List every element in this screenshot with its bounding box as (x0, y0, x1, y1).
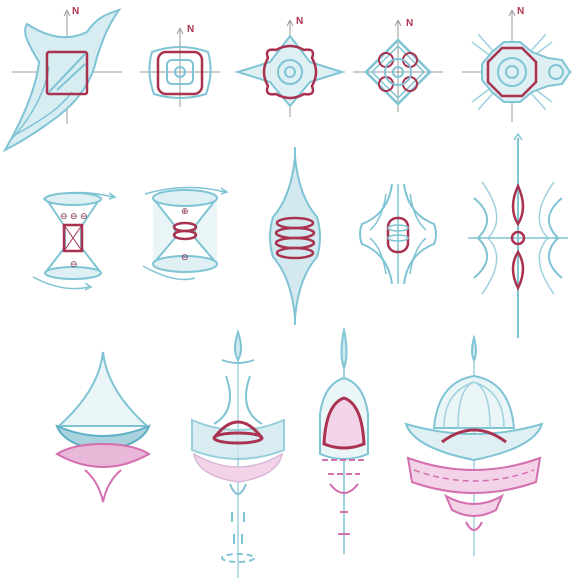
charge-sign: ⊕ (181, 207, 189, 217)
north-label: N (517, 6, 524, 17)
compass-figure-2: N (140, 24, 220, 107)
tower-figure-1 (57, 352, 149, 502)
charge-sign: ⊖ (70, 260, 78, 270)
north-label: N (72, 6, 79, 17)
tower-figure-4 (406, 336, 542, 556)
north-label: N (187, 24, 194, 35)
charge-sign: ⊖ (181, 253, 189, 263)
spindle-figure-1 (270, 147, 320, 325)
charge-sign: ⊖ (60, 212, 68, 222)
compass-figure-5: N (462, 6, 572, 122)
compass-figure-3: N (235, 16, 345, 117)
vortex-figure-2: ⊕ ⊖ (143, 187, 227, 279)
tower-figure-2 (192, 332, 284, 578)
charge-sign: ⊖ (80, 212, 88, 222)
tower-figure-3 (320, 328, 368, 554)
north-label: N (406, 18, 413, 29)
spindle-figure-2 (360, 184, 436, 284)
north-label: N (296, 16, 303, 27)
spindle-figure-3 (468, 134, 568, 338)
compass-figure-4: N (353, 18, 443, 112)
compass-figure-1: N (5, 6, 122, 150)
vortex-figure-1: ⊖ ⊖ ⊖ ⊖ (33, 192, 115, 290)
charge-sign: ⊖ (70, 212, 78, 222)
